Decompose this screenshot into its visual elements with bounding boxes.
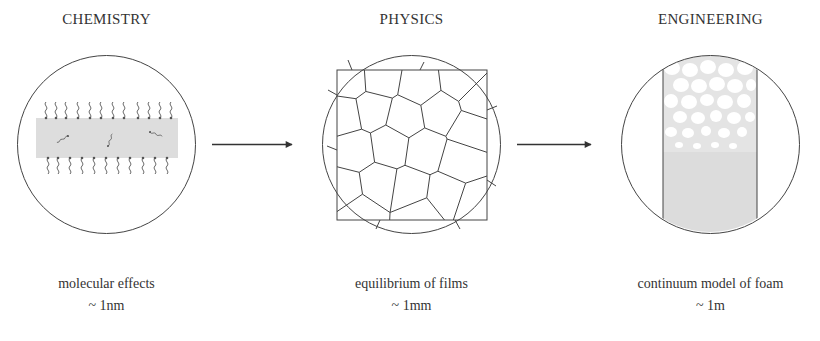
scale-value: ~ 1nm xyxy=(89,298,125,315)
scale-caption: equilibrium of films xyxy=(355,276,468,293)
field-heading: ENGINEERING xyxy=(658,10,763,28)
field-heading: CHEMISTRY xyxy=(62,10,151,28)
scale-circle: CHEMISTRYmolecular effects~ 1nm xyxy=(17,55,196,234)
foam-network xyxy=(327,60,497,229)
scale-circle: ENGINEERINGcontinuum model of foam~ 1m xyxy=(621,55,800,234)
scale-circle: PHYSICSequilibrium of films~ 1mm xyxy=(322,55,501,234)
field-heading: PHYSICS xyxy=(380,10,444,28)
scale-caption: molecular effects xyxy=(58,276,155,293)
scale-caption: continuum model of foam xyxy=(638,276,784,293)
foam-column xyxy=(663,50,757,242)
flow-arrow xyxy=(517,144,591,145)
scale-value: ~ 1m xyxy=(696,298,725,315)
column-walls xyxy=(663,50,757,240)
scale-value: ~ 1mm xyxy=(392,298,432,315)
flow-arrow xyxy=(212,144,292,145)
surfactant-film xyxy=(36,102,178,174)
